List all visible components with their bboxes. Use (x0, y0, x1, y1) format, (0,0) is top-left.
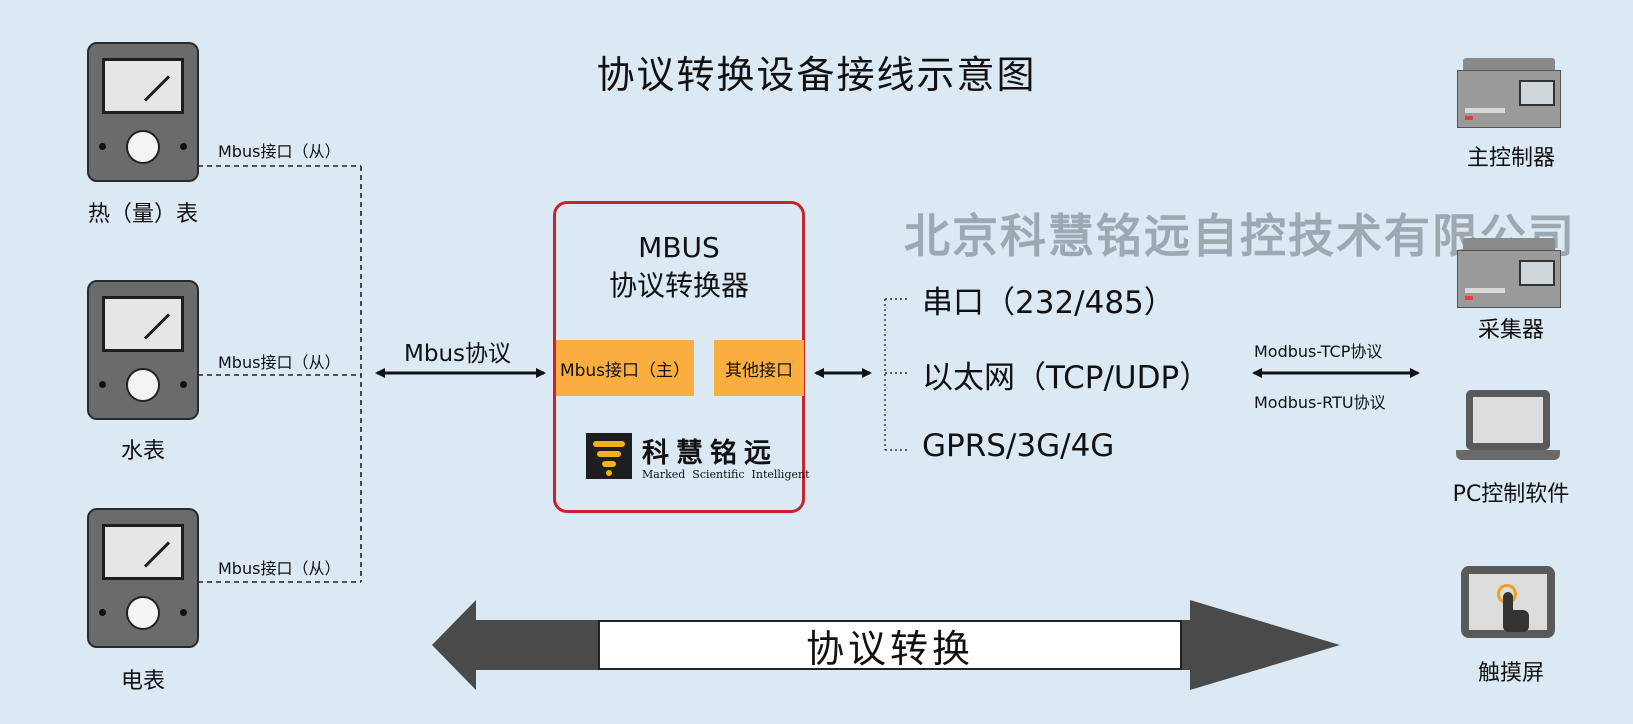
device-label-touchscreen: 触摸屏 (1477, 661, 1544, 686)
mbus-protocol-label: Mbus协议 (404, 341, 512, 367)
master-port: Mbus接口（主） (556, 340, 694, 396)
laptop-icon (1456, 390, 1560, 466)
modbus-rtu-label: Modbus-RTU协议 (1254, 393, 1386, 412)
connection-ethernet: 以太网（TCP/UDP） (922, 360, 1211, 396)
logo-chinese: 科慧铭远 (642, 438, 778, 469)
water-meter-label: 水表 (120, 439, 165, 464)
diagram-title: 协议转换设备接线示意图 (596, 53, 1037, 97)
logo-english: Marked Scientific Intelligent (642, 468, 810, 481)
collector-icon (1457, 238, 1561, 308)
device-label-pc: PC控制软件 (1452, 482, 1570, 507)
logo-icon (586, 433, 632, 479)
connection-gprs: GPRS/3G/4G (922, 428, 1115, 464)
other-port: 其他接口 (714, 340, 804, 396)
connection-serial: 串口（232/485） (922, 285, 1175, 321)
water-meter-icon (87, 280, 199, 420)
converter-title-line1: MBUS (638, 231, 720, 264)
device-label-controller: 主控制器 (1466, 146, 1555, 171)
converter-title-line2: 协议转换器 (608, 269, 749, 302)
meter-port-label: Mbus接口（从） (218, 353, 341, 372)
heat-meter-icon (87, 42, 199, 182)
heat-meter-label: 热（量）表 (87, 202, 198, 227)
controller-icon (1457, 58, 1561, 128)
touchscreen-icon (1461, 566, 1555, 638)
meter-port-label: Mbus接口（从） (218, 559, 341, 578)
modbus-tcp-label: Modbus-TCP协议 (1254, 342, 1383, 361)
meter-port-label: Mbus接口（从） (218, 142, 341, 161)
electric-meter-icon (87, 508, 199, 648)
protocol-conversion-label: 协议转换 (598, 620, 1182, 671)
electric-meter-label: 电表 (120, 669, 165, 694)
device-label-collector: 采集器 (1477, 318, 1544, 343)
